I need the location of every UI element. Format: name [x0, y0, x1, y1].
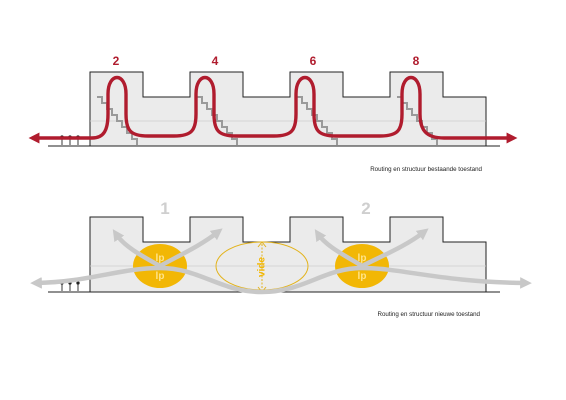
- existing-route-path: [28, 75, 518, 144]
- flow-right-2: [359, 228, 429, 269]
- lp-label: lp: [156, 271, 165, 282]
- new-situation-diagram: vide lp lp lp lp 1 2 Routing en structuu…: [30, 199, 532, 318]
- lp-label: lp: [358, 271, 367, 282]
- vide-arrow-up-icon: [257, 241, 267, 248]
- existing-situation-diagram: 2 4 6 8 Routing en structuur bestaande t…: [28, 54, 518, 173]
- lp-label: lp: [358, 253, 367, 264]
- existing-building-section: [89, 71, 487, 147]
- flow-left-2: [157, 228, 223, 269]
- floor-number-2: 2: [113, 54, 120, 68]
- new-caption: Routing en structuur nieuwe toestand: [377, 311, 480, 318]
- flow-right-1: [314, 229, 365, 269]
- floor-number-4: 4: [212, 54, 219, 68]
- lp-label: lp: [156, 253, 165, 264]
- existing-caption: Routing en structuur bestaande toestand: [370, 166, 482, 173]
- flow-main: [30, 265, 532, 295]
- floor-number-8: 8: [413, 54, 420, 68]
- zone-number-1: 1: [160, 199, 169, 218]
- vide-label: vide: [257, 257, 268, 277]
- floor-number-6: 6: [310, 54, 317, 68]
- flow-left-1: [112, 229, 163, 269]
- new-routing-flows: [30, 228, 532, 295]
- zone-number-2: 2: [361, 199, 370, 218]
